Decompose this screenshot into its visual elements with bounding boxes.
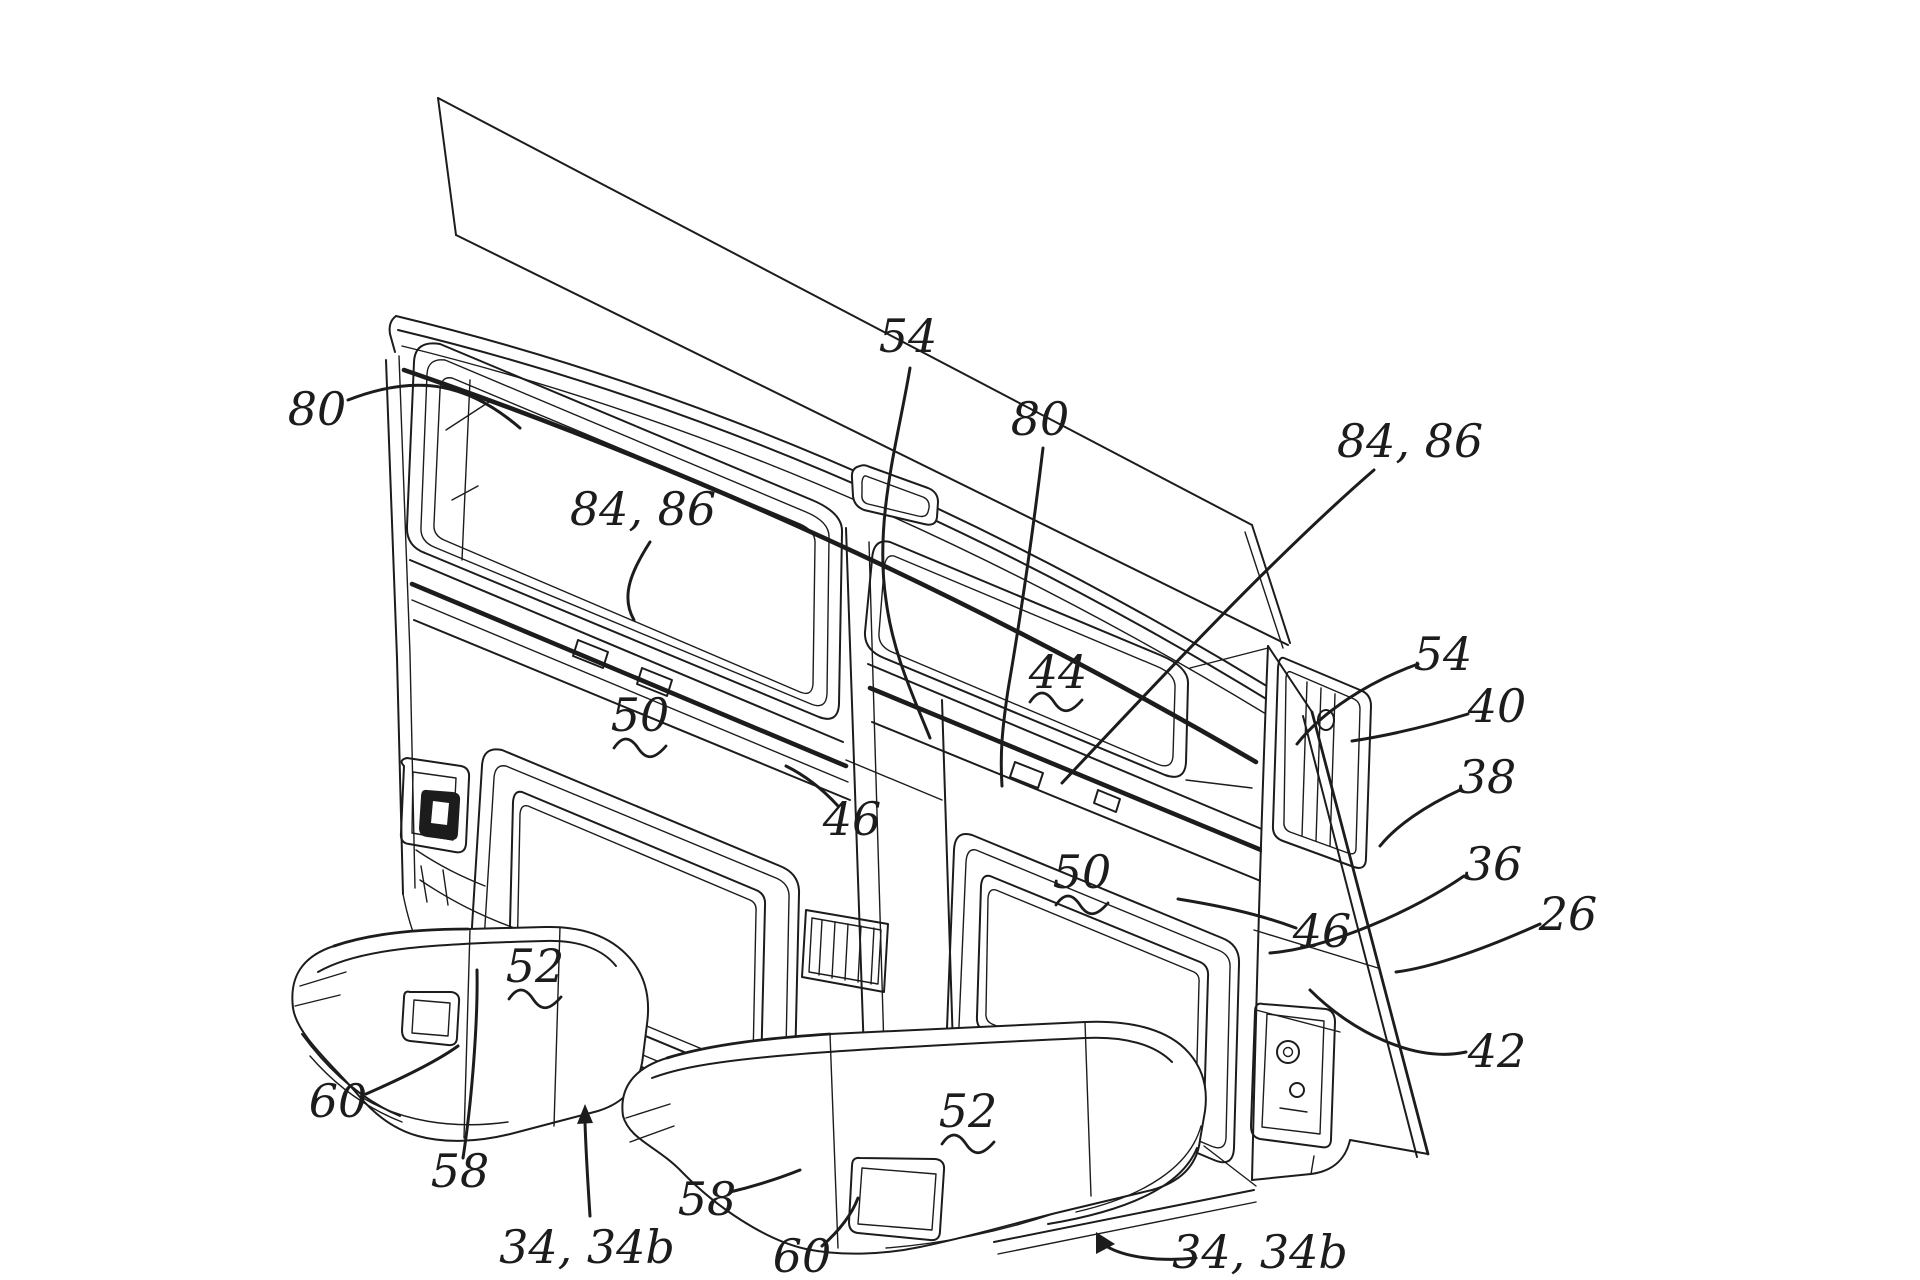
ref-label-52-left: 52 xyxy=(506,939,565,993)
wall-left-edge xyxy=(385,355,471,995)
latch-pin xyxy=(1276,1040,1300,1064)
ref-label-84-86-left: 84, 86 xyxy=(570,482,716,536)
ref-label-54-right: 54 xyxy=(1414,627,1473,681)
leader-60-left xyxy=(364,1044,460,1096)
ref-label-38: 38 xyxy=(1458,750,1517,804)
ref-label-44: 44 xyxy=(1028,645,1088,699)
ref-label-42: 42 xyxy=(1467,1024,1527,1078)
vent-grille xyxy=(801,909,889,993)
leader-36 xyxy=(1268,874,1466,955)
seat-cushion-right xyxy=(621,1020,1207,1255)
wall-latch-bracket xyxy=(399,757,471,854)
band-seal-stripe-left xyxy=(409,581,849,769)
leader-26 xyxy=(1394,922,1542,974)
panel-front-edge xyxy=(1251,645,1269,1181)
ref-label-34-34b-right: 34, 34b xyxy=(1172,1225,1348,1279)
glass-right-bevel xyxy=(1251,524,1291,644)
underline-52-right xyxy=(940,1133,996,1155)
leader-58-center xyxy=(728,1168,802,1194)
glass-left-edge xyxy=(437,97,457,236)
striker-right-1 xyxy=(1009,761,1044,789)
handle-pocket xyxy=(850,464,939,526)
ref-label-36: 36 xyxy=(1464,837,1523,891)
glass-bottom-edge xyxy=(455,234,1289,646)
ref-label-60-bottom: 60 xyxy=(773,1229,832,1280)
ref-label-80-center: 80 xyxy=(1011,392,1070,446)
leader-38 xyxy=(1378,788,1462,848)
ref-label-84-86-right: 84, 86 xyxy=(1337,414,1483,468)
latch-screw xyxy=(1289,1082,1305,1098)
striker-left-1 xyxy=(572,639,609,669)
right-upper-frame xyxy=(863,540,1269,789)
leader-34-34b-right xyxy=(1104,1244,1198,1261)
leader-40 xyxy=(1350,712,1470,743)
ref-label-34-34b-left: 34, 34b xyxy=(499,1220,675,1274)
leader-lines xyxy=(346,366,1542,1261)
leader-80-center xyxy=(999,446,1045,788)
latch-bracket xyxy=(1250,1002,1336,1149)
glass-panel xyxy=(437,97,1291,649)
ref-label-46-right: 46 xyxy=(1292,904,1352,958)
striker-band-left xyxy=(409,559,851,801)
ref-label-60-left: 60 xyxy=(309,1074,368,1128)
leader-80-upper-left xyxy=(346,383,522,430)
leader-84-86-left xyxy=(626,540,652,622)
underline-50-left xyxy=(612,737,668,759)
top-rail xyxy=(388,315,1271,765)
arrowhead-34-34b-right xyxy=(1096,1232,1115,1254)
left-upper-frame xyxy=(405,342,844,720)
leader-34-34b-left xyxy=(583,1120,592,1218)
ref-label-26: 26 xyxy=(1538,887,1598,941)
band-seal-stripe-right xyxy=(867,685,1269,855)
ref-label-40: 40 xyxy=(1467,679,1527,733)
rail-left-endcap xyxy=(388,315,397,353)
ref-label-46-left: 46 xyxy=(822,792,882,846)
leader-84-86-right xyxy=(1060,468,1376,785)
striker-band-right xyxy=(867,663,1269,885)
arrowhead-34-34b-left xyxy=(577,1104,593,1124)
seal-stripe xyxy=(401,367,1259,765)
reference-labels: 80 54 84, 86 80 84, 86 44 50 54 40 38 36… xyxy=(288,309,1598,1280)
ref-label-80-upper-left: 80 xyxy=(288,382,347,436)
leader-54-top xyxy=(881,366,932,740)
cushion-cup-right xyxy=(848,1156,946,1242)
leader-42 xyxy=(1308,988,1468,1056)
cushion-cup-left xyxy=(401,990,461,1047)
underline-44 xyxy=(1028,691,1084,713)
striker-left-2 xyxy=(636,667,673,697)
ref-label-52-right: 52 xyxy=(939,1084,998,1138)
ref-label-54-top: 54 xyxy=(879,309,938,363)
ref-label-58-center: 58 xyxy=(678,1172,737,1226)
leader-60-bottom xyxy=(820,1196,860,1248)
ref-label-50-right: 50 xyxy=(1053,845,1112,899)
seatback-frame-right xyxy=(945,833,1241,1164)
leader-46-right xyxy=(1176,897,1298,930)
underline-50-right xyxy=(1054,894,1110,916)
striker-right-2 xyxy=(1093,789,1121,813)
leader-58-left xyxy=(461,968,479,1160)
ref-label-50-left: 50 xyxy=(611,688,670,742)
panel-pocket xyxy=(1271,656,1372,869)
ref-label-58-left: 58 xyxy=(431,1144,490,1198)
leader-54-right xyxy=(1295,662,1420,746)
glass-top-edge xyxy=(437,97,1253,526)
leader-46-left xyxy=(784,764,840,808)
glass-right-bevel-inner xyxy=(1244,531,1284,649)
underline-52-left xyxy=(507,988,563,1010)
